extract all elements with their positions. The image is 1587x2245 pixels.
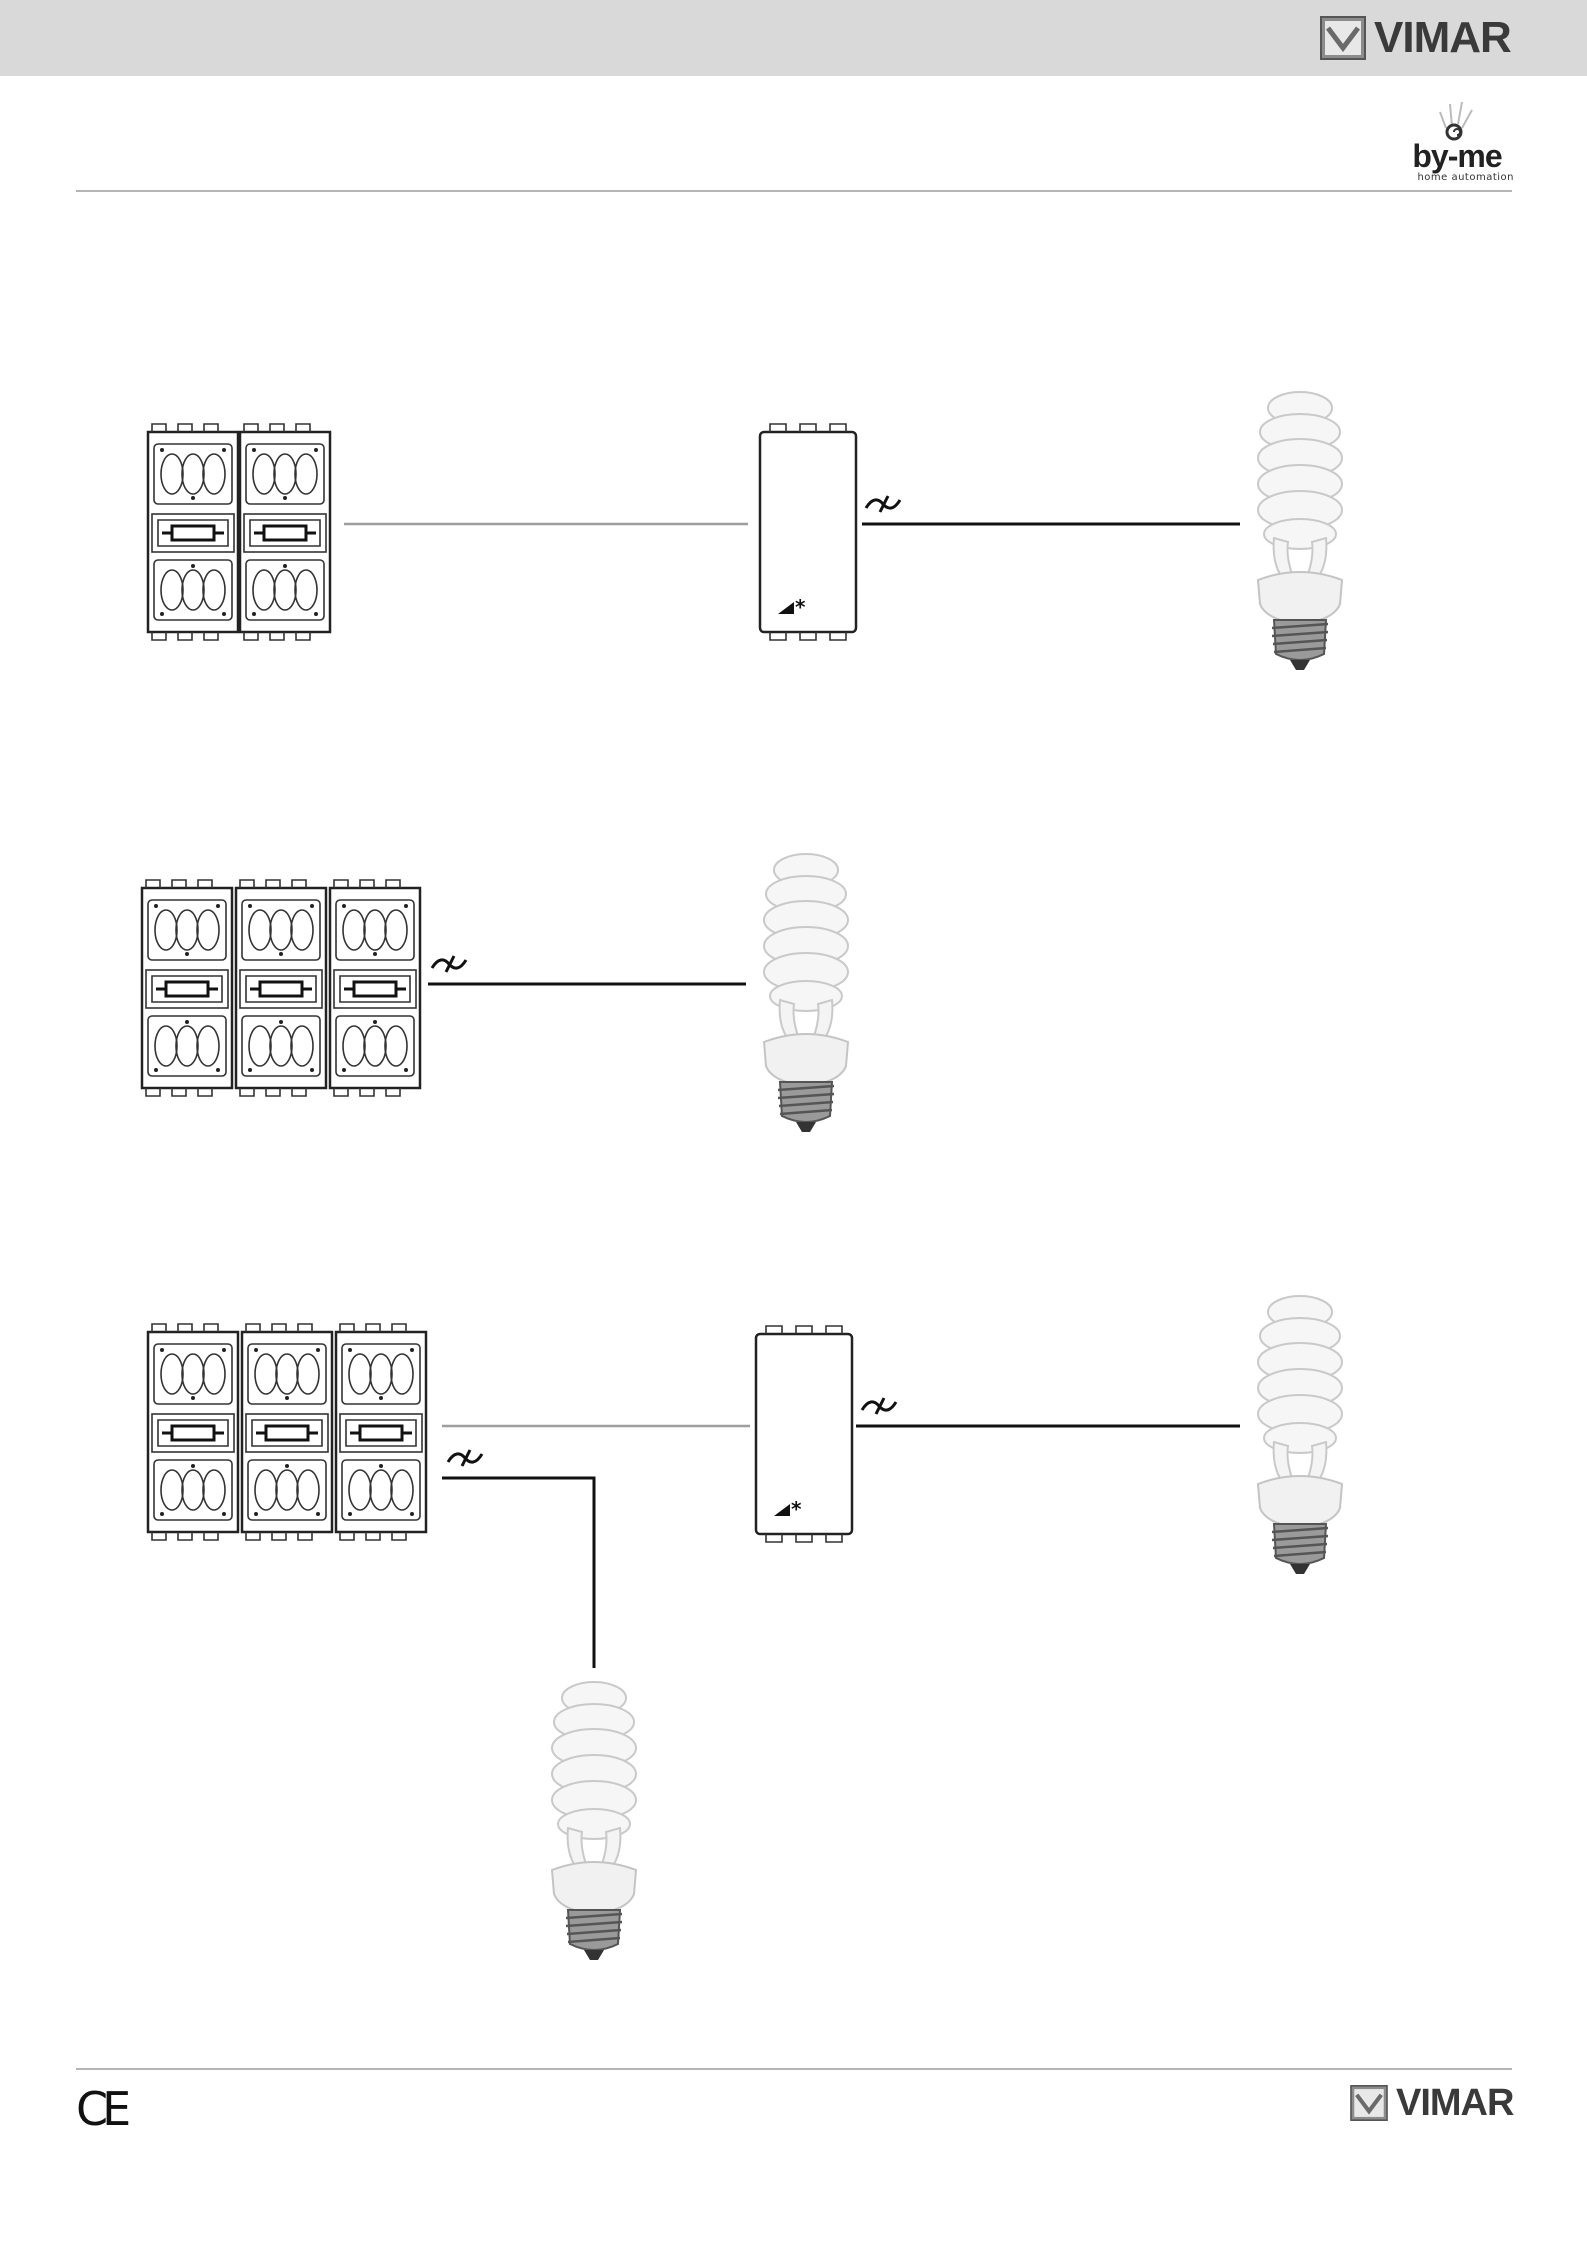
wireless-link-icon-3a — [448, 1450, 482, 1466]
footer-brand: VIMAR — [1350, 2084, 1513, 2122]
cfl-bulb-3 — [1258, 1296, 1342, 1574]
load-line-3a — [442, 1478, 594, 1668]
diagram-1 — [148, 392, 1342, 670]
keypad-3-module-3 — [148, 1324, 426, 1540]
wireless-link-icon-2 — [432, 956, 466, 972]
dimmer-module-3 — [756, 1326, 852, 1542]
ce-mark: CE — [76, 2082, 125, 2136]
cfl-bulb-2 — [764, 854, 848, 1132]
cfl-bulb-1 — [1258, 392, 1342, 670]
footer-divider — [76, 2068, 1512, 2070]
wireless-link-icon-3b — [862, 1398, 896, 1414]
vimar-logo-icon — [1350, 2085, 1388, 2121]
wireless-link-icon-1 — [866, 496, 900, 512]
dimmer-module-1 — [760, 424, 856, 640]
keypad-3-module-2 — [142, 880, 420, 1096]
footer-brand-name: VIMAR — [1396, 2084, 1513, 2122]
diagram-3 — [148, 1296, 1342, 1960]
cfl-bulb-4 — [552, 1682, 636, 1960]
diagram-2 — [142, 854, 848, 1132]
keypad-2-module-1 — [148, 424, 330, 640]
